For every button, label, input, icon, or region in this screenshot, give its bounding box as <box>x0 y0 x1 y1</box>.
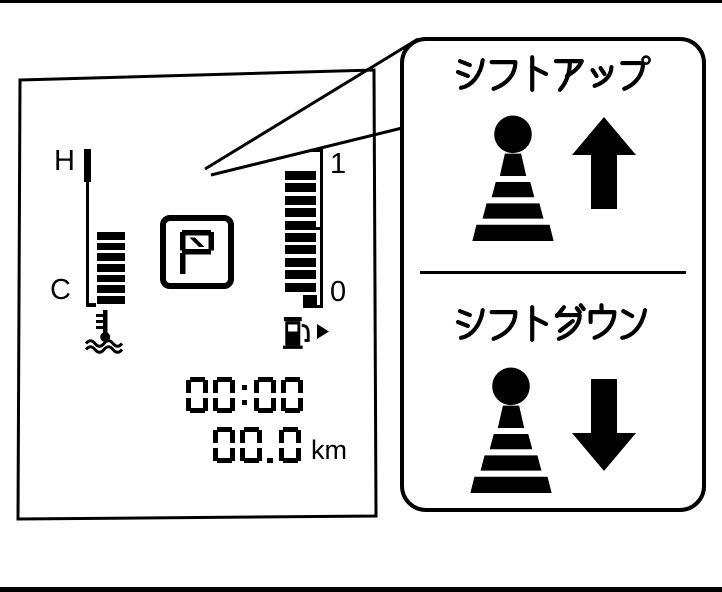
shift-up-arrow-icon <box>572 117 636 209</box>
coolant-high-label: H <box>54 145 75 177</box>
callout-pointer-lines <box>204 37 419 177</box>
shift-lever-icon <box>472 115 554 241</box>
gear-position-value <box>180 230 214 274</box>
shift-callout: シフトアップ シフトダウン <box>400 37 706 512</box>
coolant-scale-bottom-tick <box>86 303 96 307</box>
coolant-temp-bars <box>97 232 125 307</box>
shift-up-label <box>455 55 651 92</box>
shift-lever-icon <box>470 367 552 493</box>
coolant-scale-line <box>86 149 89 307</box>
fuel-pump-icon <box>282 317 310 349</box>
clock-display <box>186 377 308 413</box>
meter-display-outline <box>16 68 378 521</box>
fuel-reserve-segment <box>303 295 317 308</box>
shift-down-arrow-icon <box>572 379 636 471</box>
odometer-display <box>213 427 306 463</box>
page-edge-top <box>0 0 722 3</box>
page-edge-bottom <box>0 587 722 592</box>
fuel-level-bars <box>285 171 316 295</box>
coolant-low-label: C <box>50 274 71 306</box>
fuel-scale-top-tick <box>311 149 320 152</box>
fuel-filler-arrow-icon <box>317 324 329 339</box>
shift-down-label <box>455 303 648 342</box>
gear-position-indicator <box>160 215 234 289</box>
fuel-scale-mid-tick <box>313 227 320 230</box>
fuel-scale-bottom-tick <box>311 305 320 308</box>
fuel-scale-line <box>320 149 323 308</box>
fuel-full-label: 1 <box>330 148 347 180</box>
coolant-temperature-icon <box>84 310 124 354</box>
odometer-unit-label: km <box>311 435 347 465</box>
fuel-empty-label: 0 <box>330 276 347 308</box>
callout-divider <box>420 271 686 274</box>
